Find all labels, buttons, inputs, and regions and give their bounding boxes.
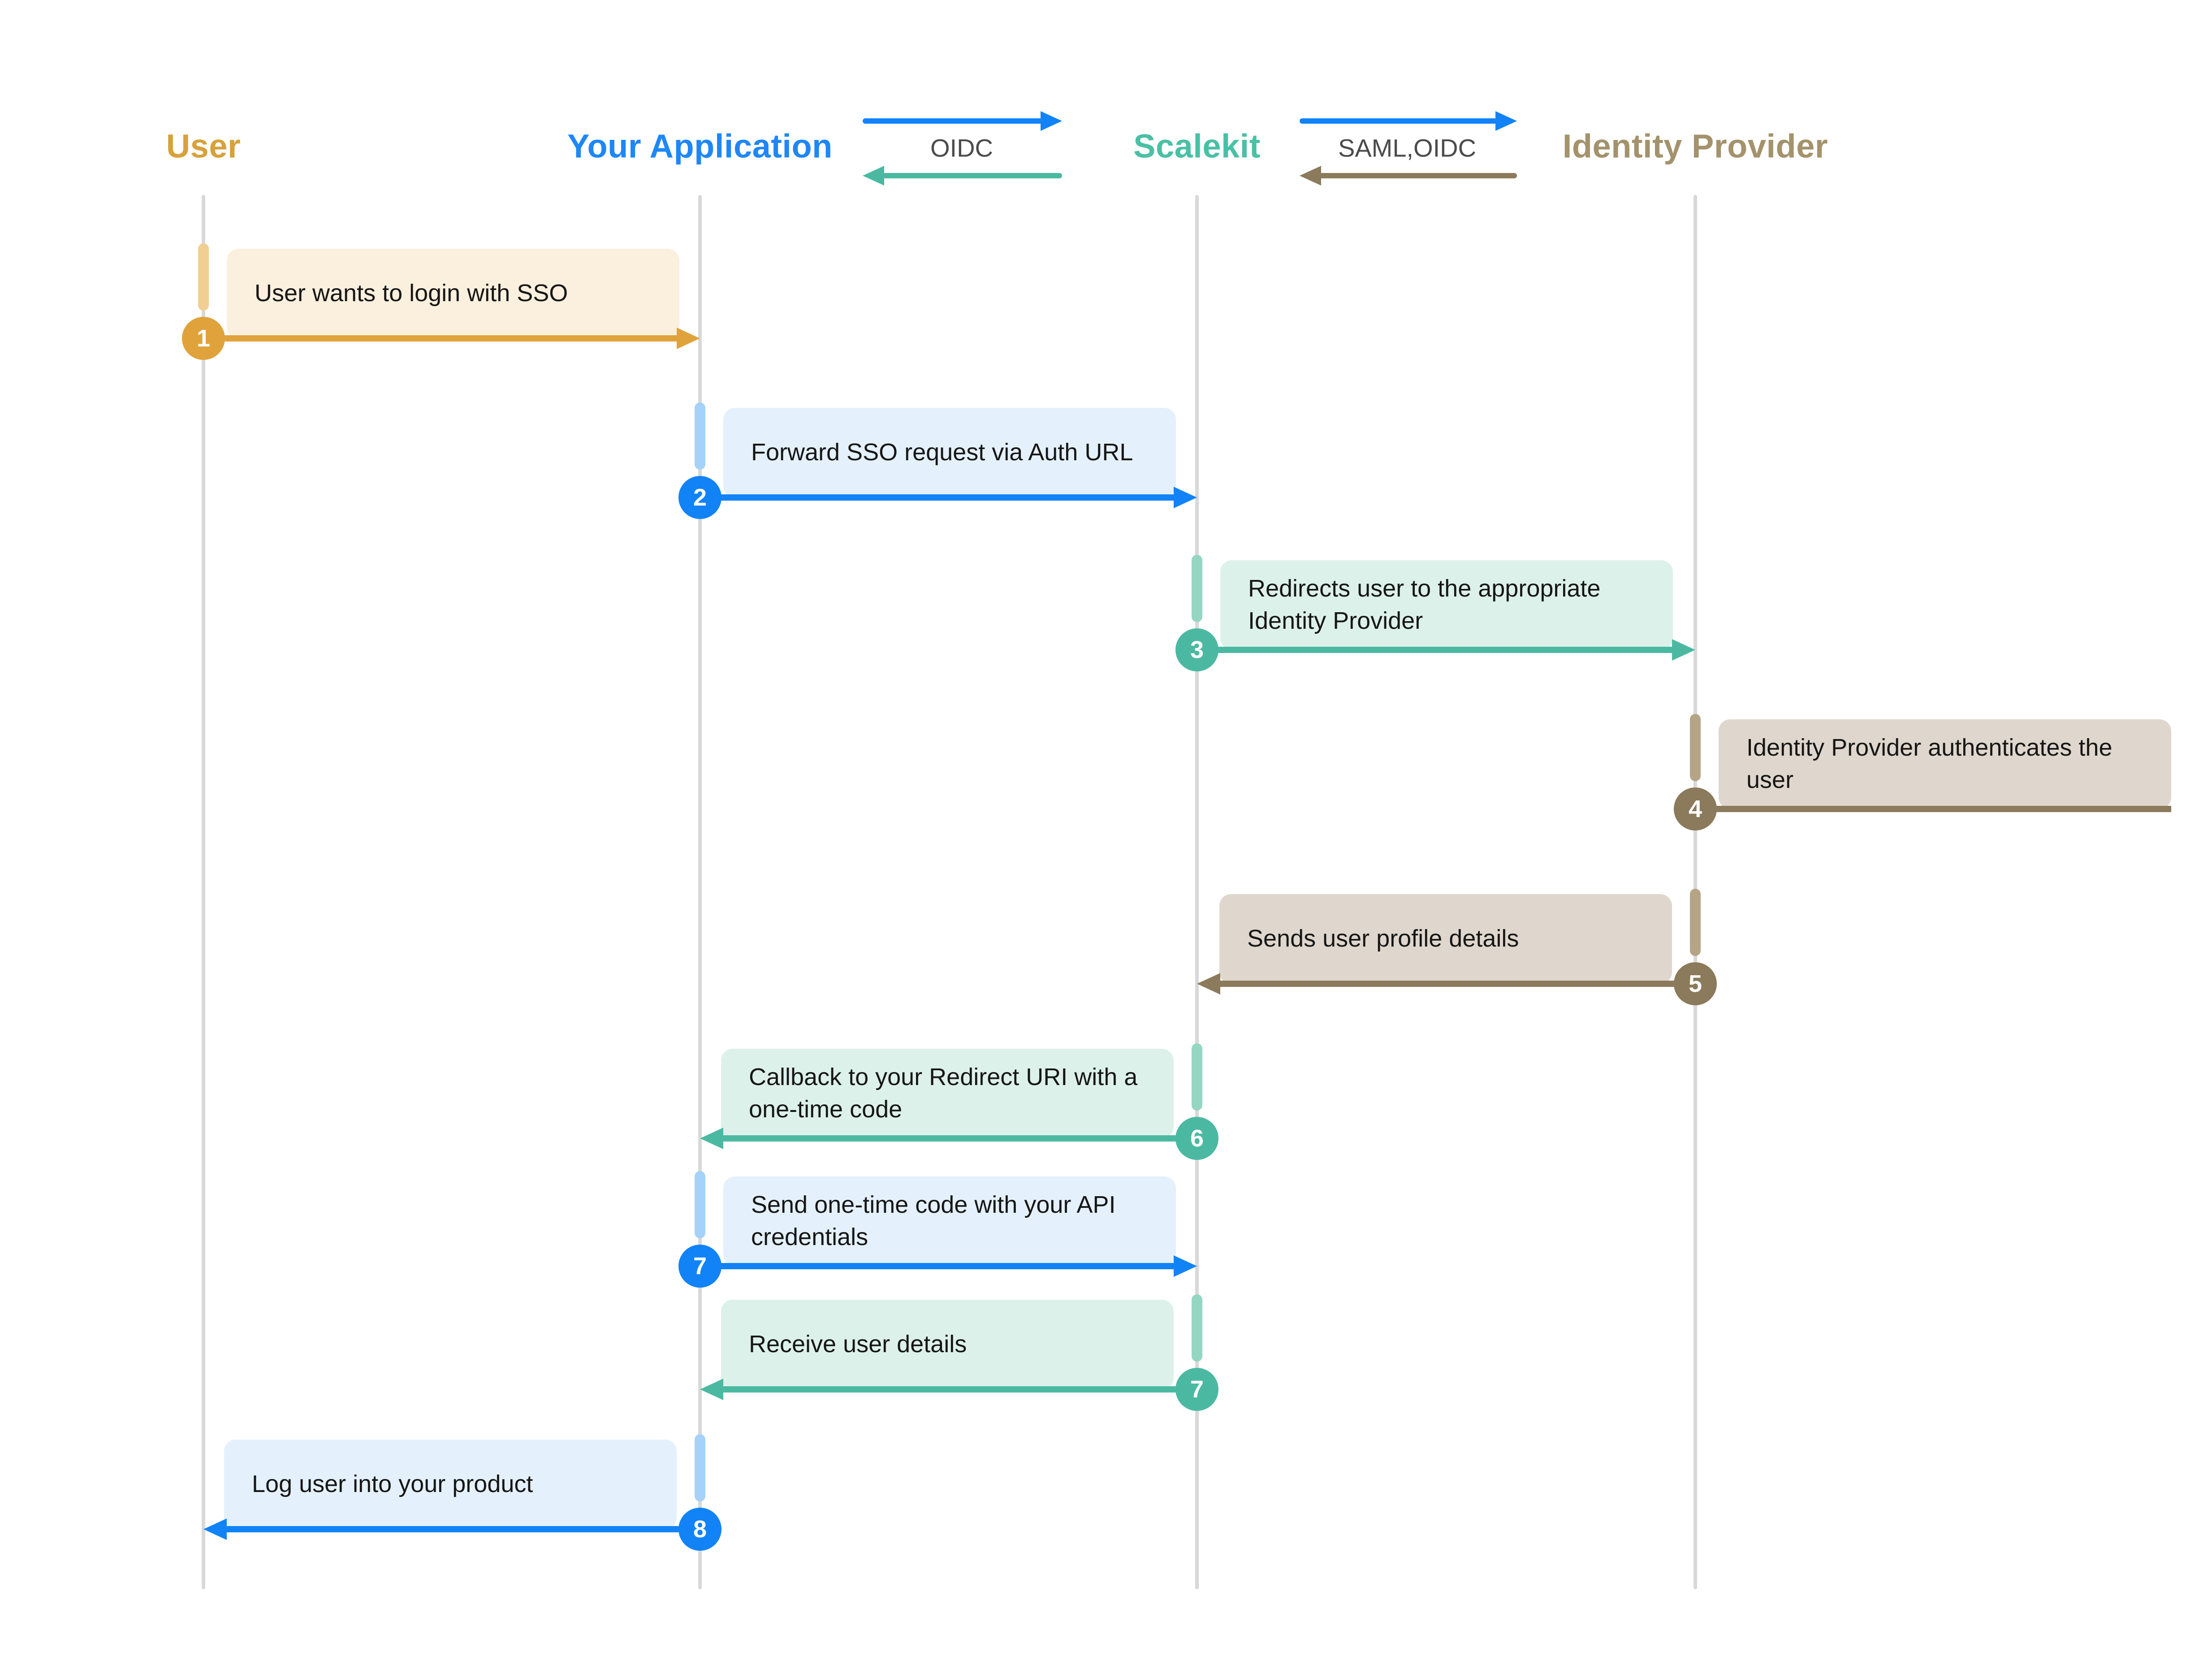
message-arrow-line xyxy=(203,335,679,342)
step-number-badge: 8 xyxy=(678,1508,721,1551)
message-text: Redirects user to the appropriate Identi… xyxy=(1248,575,1601,634)
message-text: Identity Provider authenticates the user xyxy=(1746,734,2113,793)
step-number-badge: 2 xyxy=(678,476,721,519)
message-arrowhead-icon xyxy=(700,1128,723,1149)
message-arrowhead-icon xyxy=(700,1379,723,1400)
message-box: Forward SSO request via Auth URL xyxy=(723,408,1176,497)
message-box: Send one-time code with your API credent… xyxy=(723,1176,1176,1266)
message-text: User wants to login with SSO xyxy=(255,280,568,307)
activation-bar xyxy=(1690,889,1701,956)
protocol-forward-arrow-line xyxy=(863,118,1042,124)
protocol-forward-arrowhead-icon xyxy=(1495,111,1517,131)
step-number: 8 xyxy=(693,1516,707,1543)
step-number-badge: 7 xyxy=(678,1245,721,1288)
activation-bar xyxy=(695,402,705,470)
protocol-label: SAML,OIDC xyxy=(1338,134,1477,162)
step-number-badge: 6 xyxy=(1175,1117,1218,1160)
actor-label-teal: Scalekit xyxy=(1133,127,1261,165)
step-number: 6 xyxy=(1190,1125,1204,1152)
message-arrowhead-icon xyxy=(1672,639,1695,661)
activation-bar xyxy=(695,1434,705,1501)
message-text: Send one-time code with your API credent… xyxy=(751,1191,1116,1250)
message-box: Redirects user to the appropriate Identi… xyxy=(1220,560,1673,650)
step-number: 7 xyxy=(693,1253,707,1280)
message-box: Identity Provider authenticates the user xyxy=(1719,719,2171,809)
protocol-forward-arrow-line xyxy=(1300,118,1497,124)
step-number-badge: 1 xyxy=(182,317,225,360)
step-number: 3 xyxy=(1190,636,1204,663)
message-arrowhead-icon xyxy=(677,328,700,349)
message-text: Log user into your product xyxy=(252,1470,533,1498)
activation-bar xyxy=(695,1171,705,1238)
message-arrowhead-icon xyxy=(203,1518,227,1540)
message-arrow-line xyxy=(224,1526,700,1532)
message-arrow-line xyxy=(700,494,1176,501)
activation-bar xyxy=(1192,1043,1202,1111)
message-text: Forward SSO request via Auth URL xyxy=(751,439,1133,466)
message-arrow-line xyxy=(721,1386,1197,1393)
protocol-back-arrowhead-icon xyxy=(863,166,884,186)
actor-label-orange: User xyxy=(166,127,241,165)
actor-label-blue: Your Application xyxy=(567,127,833,165)
activation-bar xyxy=(198,243,209,311)
step-number-badge: 3 xyxy=(1175,628,1218,671)
protocol-label: OIDC xyxy=(930,134,993,162)
message-arrow-line xyxy=(721,1135,1197,1142)
message-text: Callback to your Redirect URI with a one… xyxy=(749,1064,1138,1123)
step-number: 5 xyxy=(1688,970,1702,997)
step-number-badge: 7 xyxy=(1175,1368,1218,1411)
step-number: 4 xyxy=(1688,796,1702,822)
message-text: Sends user profile details xyxy=(1247,925,1519,952)
message-arrowhead-icon xyxy=(1174,1255,1197,1277)
message-arrowhead-icon xyxy=(1174,487,1197,508)
lifeline-teal xyxy=(1195,195,1199,1589)
step-number: 7 xyxy=(1190,1376,1204,1403)
message-box: User wants to login with SSO xyxy=(227,249,679,338)
protocol-forward-arrowhead-icon xyxy=(1041,111,1062,131)
self-action-line xyxy=(1695,806,2171,812)
message-arrow-line xyxy=(1218,981,1695,987)
activation-bar xyxy=(1192,555,1202,622)
message-box: Receive user details xyxy=(721,1300,1174,1389)
message-arrow-line xyxy=(700,1263,1176,1269)
protocol-back-arrow-line xyxy=(882,173,1062,178)
lifeline-blue xyxy=(698,195,702,1589)
protocol-back-arrow-line xyxy=(1319,173,1517,178)
step-number: 2 xyxy=(693,484,707,511)
actor-label-brown: Identity Provider xyxy=(1562,127,1828,165)
activation-bar xyxy=(1192,1294,1202,1362)
activation-bar xyxy=(1690,714,1701,781)
message-arrow-line xyxy=(1197,647,1675,653)
message-box: Log user into your product xyxy=(224,1440,677,1529)
step-number-badge: 4 xyxy=(1674,787,1717,830)
step-number-badge: 5 xyxy=(1674,962,1717,1005)
lifeline-orange xyxy=(202,195,205,1589)
step-number: 1 xyxy=(196,325,211,352)
message-box: Sends user profile details xyxy=(1219,894,1672,984)
protocol-back-arrowhead-icon xyxy=(1300,166,1321,186)
message-text: Receive user details xyxy=(749,1331,967,1358)
message-arrowhead-icon xyxy=(1197,973,1220,995)
message-box: Callback to your Redirect URI with a one… xyxy=(721,1049,1174,1138)
